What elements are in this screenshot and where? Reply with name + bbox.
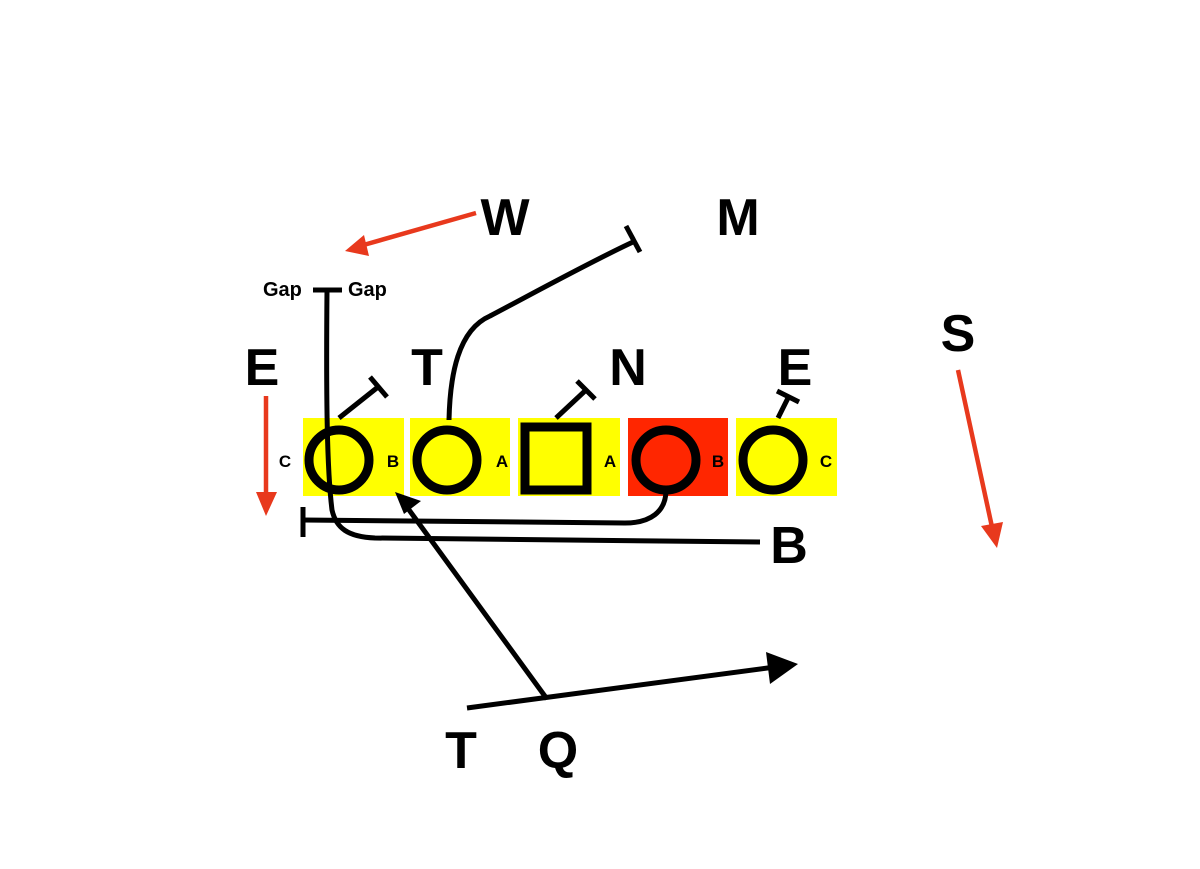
gap-letter-b-right: B xyxy=(712,452,724,471)
route-left-guard-to-mike xyxy=(446,239,635,421)
offense-back: B xyxy=(770,517,808,575)
gap-letter-c-left: C xyxy=(279,452,291,471)
block-left-tackle-tbar xyxy=(368,375,389,399)
gap-letter-b-left: B xyxy=(387,452,399,471)
defender-tackle: T xyxy=(411,339,443,397)
offense-quarterback: Q xyxy=(538,722,578,780)
block-right-tackle xyxy=(775,396,791,420)
lineman-center xyxy=(520,422,592,495)
offense-tight-end: T xyxy=(445,722,477,780)
defender-will: W xyxy=(480,189,530,247)
block-right-tackle-tbar xyxy=(775,388,801,405)
block-center xyxy=(554,388,588,420)
defender-safety: S xyxy=(941,305,976,363)
safety-movement-arrow xyxy=(955,369,995,528)
block-left-tackle xyxy=(337,385,380,420)
block-center-tbar xyxy=(575,379,597,401)
route-left-guard-tbar xyxy=(623,224,643,254)
end-movement-arrowhead xyxy=(256,492,277,516)
will-movement-arrowhead xyxy=(345,235,369,256)
defender-nose: N xyxy=(609,339,647,397)
gap-letter-a-left: A xyxy=(496,452,508,471)
route-right-guard-pull xyxy=(302,489,669,526)
defender-end-left: E xyxy=(245,339,280,397)
will-movement-arrow xyxy=(359,210,477,249)
defender-end-right: E xyxy=(778,339,813,397)
route-back xyxy=(324,289,761,545)
defender-mike: M xyxy=(716,189,759,247)
gap-label-right: Gap xyxy=(348,279,387,301)
gap-letter-a-right: A xyxy=(604,452,616,471)
lineman-left-guard xyxy=(412,425,482,495)
gap-label-left: Gap xyxy=(263,279,302,301)
route-tight-end-arrowhead xyxy=(766,652,798,684)
route-quarterback xyxy=(401,501,550,701)
lineman-right-tackle xyxy=(738,425,808,495)
route-quarterback-arrowhead xyxy=(395,492,421,514)
safety-movement-arrowhead xyxy=(981,522,1003,548)
lineman-left-tackle xyxy=(304,425,374,495)
lineman-right-guard xyxy=(631,425,701,495)
route-tight-end xyxy=(466,664,776,711)
gap-letter-c-right: C xyxy=(820,452,832,471)
